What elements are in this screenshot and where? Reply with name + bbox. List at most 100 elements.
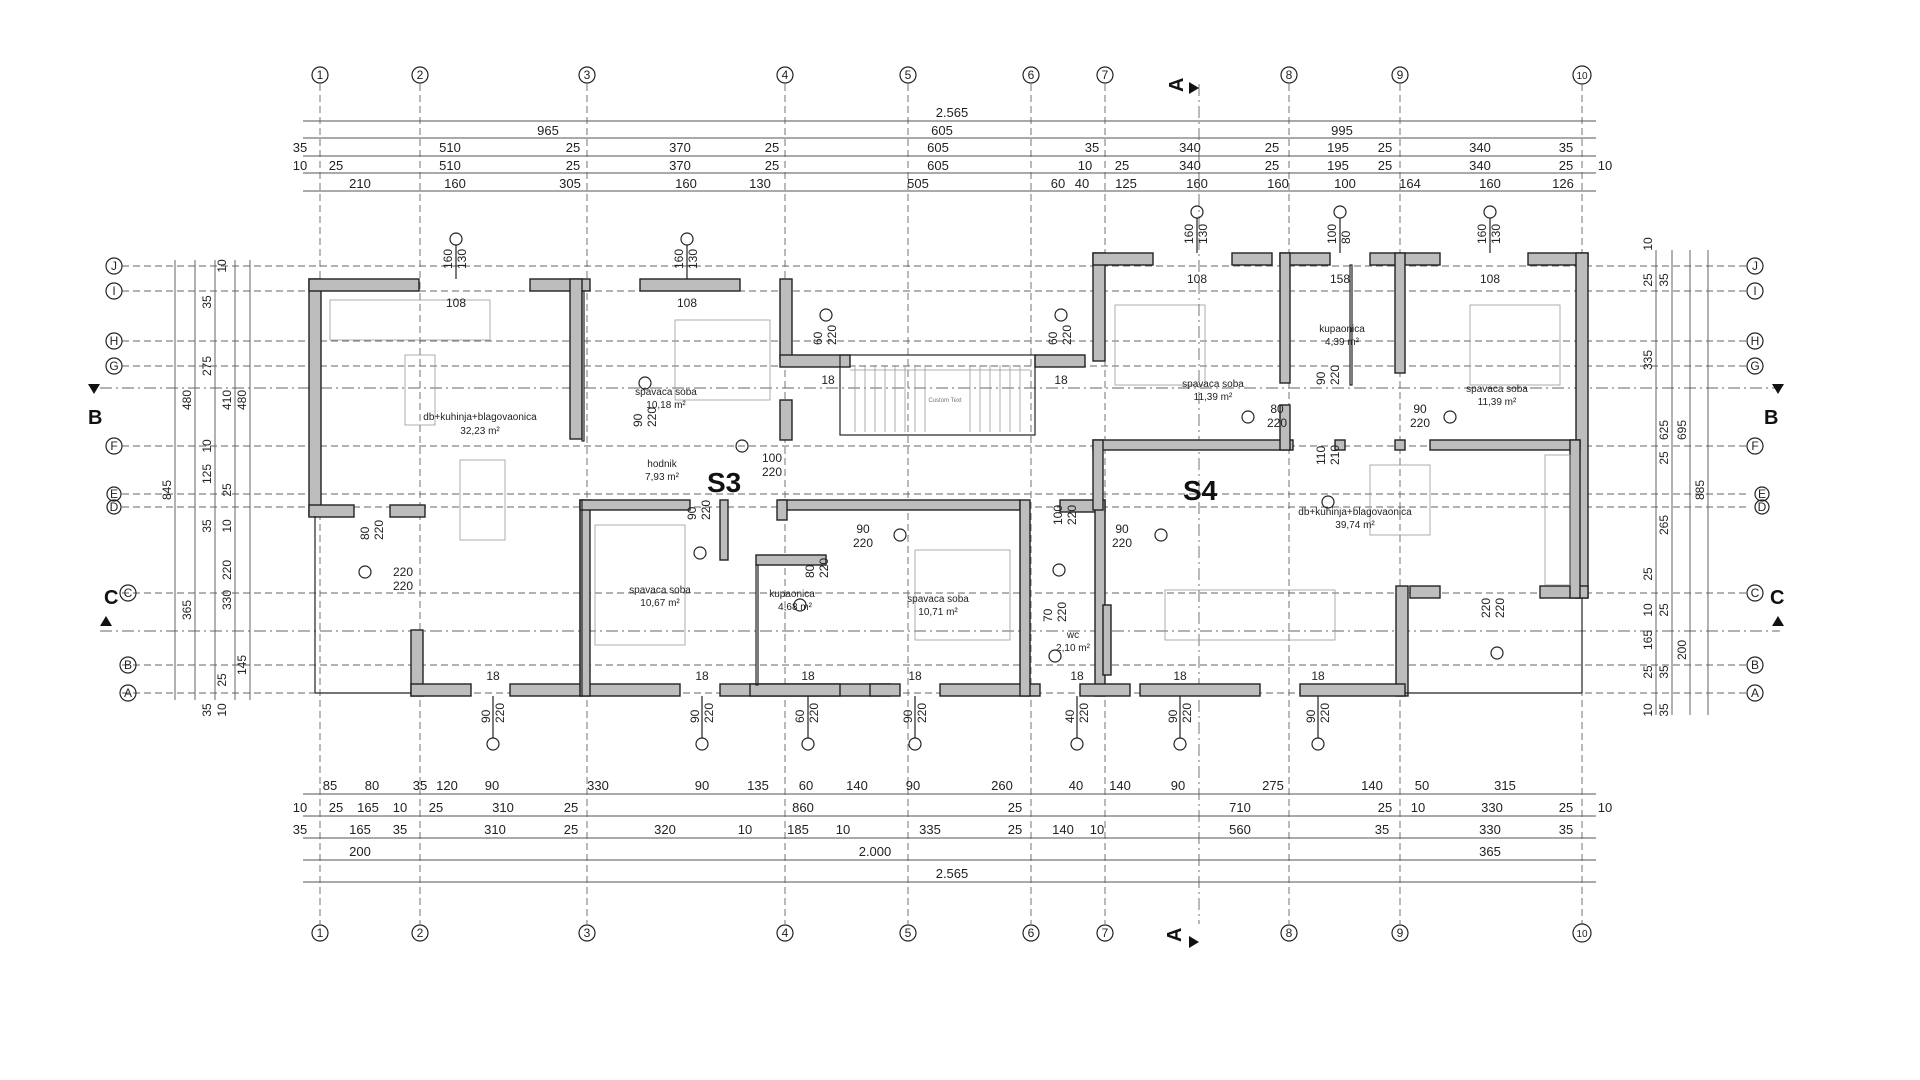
dim-label: 605 [927,140,949,155]
dim-label: 2.000 [859,844,892,859]
dim-label: 135 [747,778,769,793]
dim-label: 25 [329,158,343,173]
room-area: 4,68 m² [778,602,813,613]
svg-text:100: 100 [1325,224,1339,244]
svg-text:60: 60 [793,709,807,723]
dim-label: 35 [1657,703,1671,717]
svg-text:220: 220 [699,500,713,520]
room-area: 7,93 m² [645,472,680,483]
dim-label: 25 [566,140,580,155]
dim-label: 10 [215,259,229,273]
room-name: db+kuhinja+blagovaonica [423,412,537,423]
axis-label: 1 [317,68,324,82]
dim-label: 125 [1115,176,1137,191]
dim-label: 365 [180,600,194,620]
dim-label: 25 [1657,451,1671,465]
dim-label: 330 [1481,800,1503,815]
svg-text:220: 220 [1318,703,1332,723]
dim-label: 35 [293,822,307,837]
dim-label: 25 [1115,158,1129,173]
axis-label: 7 [1102,926,1109,940]
axis-label: E [110,487,118,501]
dim-label: 160 [1479,176,1501,191]
dim-label: 200 [1675,640,1689,660]
room-area: 10,18 m² [646,400,686,411]
axis-label: I [1753,284,1756,298]
svg-text:220: 220 [915,703,929,723]
dim-label: 35 [1559,822,1573,837]
axis-label: B [124,658,132,672]
dim-label: 330 [220,590,234,610]
axis-label: 3 [584,926,591,940]
section-label-a: A [1166,78,1188,92]
dim-label: 995 [1331,123,1353,138]
svg-text:18: 18 [801,669,815,683]
room-name: spavaca soba [635,387,697,398]
dim-label: 340 [1179,140,1201,155]
axis-label: J [111,259,117,273]
svg-text:18: 18 [695,669,709,683]
dim-label: 25 [429,800,443,815]
dim-label: 10 [1598,800,1612,815]
dim-label: 410 [220,390,234,410]
walls [308,252,1589,697]
svg-text:80: 80 [803,564,817,578]
staircase: Custom Text [839,354,1036,436]
dim-label: 125 [200,464,214,484]
dim-label: 50 [1415,778,1429,793]
dim-label: 710 [1229,800,1251,815]
dim-label: 40 [1069,778,1083,793]
dim-label: 90 [1171,778,1185,793]
room-area: 10,71 m² [918,607,958,618]
svg-text:90: 90 [901,709,915,723]
dim-label: 90 [485,778,499,793]
dim-label: 25 [1378,140,1392,155]
unit-label-s3: S3 [707,467,741,498]
axis-label: F [1751,439,1758,453]
axis-label: 4 [782,68,789,82]
axis-label: 10 [1576,71,1588,82]
dim-label: 25 [564,822,578,837]
dim-label: 370 [669,158,691,173]
svg-text:18: 18 [1054,373,1068,387]
dim-label: 305 [559,176,581,191]
dim-label: 275 [200,356,214,376]
dim-label: 165 [357,800,379,815]
dim-label: 10 [1641,703,1655,717]
outline [314,516,1583,694]
right-dimensions: 10 25 335 625 25 265 25 10 165 25 10 35 … [1641,237,1709,717]
axis-label: H [1751,334,1760,348]
svg-text:100: 100 [762,451,782,465]
svg-text:220: 220 [393,579,413,593]
furniture [329,299,1571,646]
dim-label: 25 [1008,822,1022,837]
dim-label: 340 [1469,140,1491,155]
axis-bubbles-left: J I H G F E D C B A [105,257,137,702]
room-area: 32,23 m² [460,426,500,437]
dim-label: 265 [1657,515,1671,535]
axis-label: 5 [905,926,912,940]
svg-text:90: 90 [479,709,493,723]
axis-label: 8 [1286,68,1293,82]
stair-label: Custom Text [928,398,962,404]
room-area: 10,67 m² [640,598,680,609]
dim-label: 210 [349,176,371,191]
axis-label: 8 [1286,926,1293,940]
openings-top: 160 130 108 160 130 108 160 130 108 100 … [441,205,1503,387]
svg-text:220: 220 [1493,598,1507,618]
dim-label: 25 [329,800,343,815]
dim-label: 335 [1641,350,1655,370]
dim-label: 35 [393,822,407,837]
svg-text:220: 220 [1055,602,1069,622]
dim-label: 195 [1327,140,1349,155]
openings-bottom: 90 220 18 90 220 18 60 220 18 90 220 18 … [479,669,1332,751]
dim-label: 625 [1657,420,1671,440]
dim-label: 10 [1090,822,1104,837]
dim-label: 605 [931,123,953,138]
svg-text:160: 160 [1475,224,1489,244]
svg-text:220: 220 [1410,416,1430,430]
dim-label: 35 [1657,665,1671,679]
dim-label: 140 [846,778,868,793]
svg-text:18: 18 [1173,669,1187,683]
svg-text:60: 60 [811,331,825,345]
